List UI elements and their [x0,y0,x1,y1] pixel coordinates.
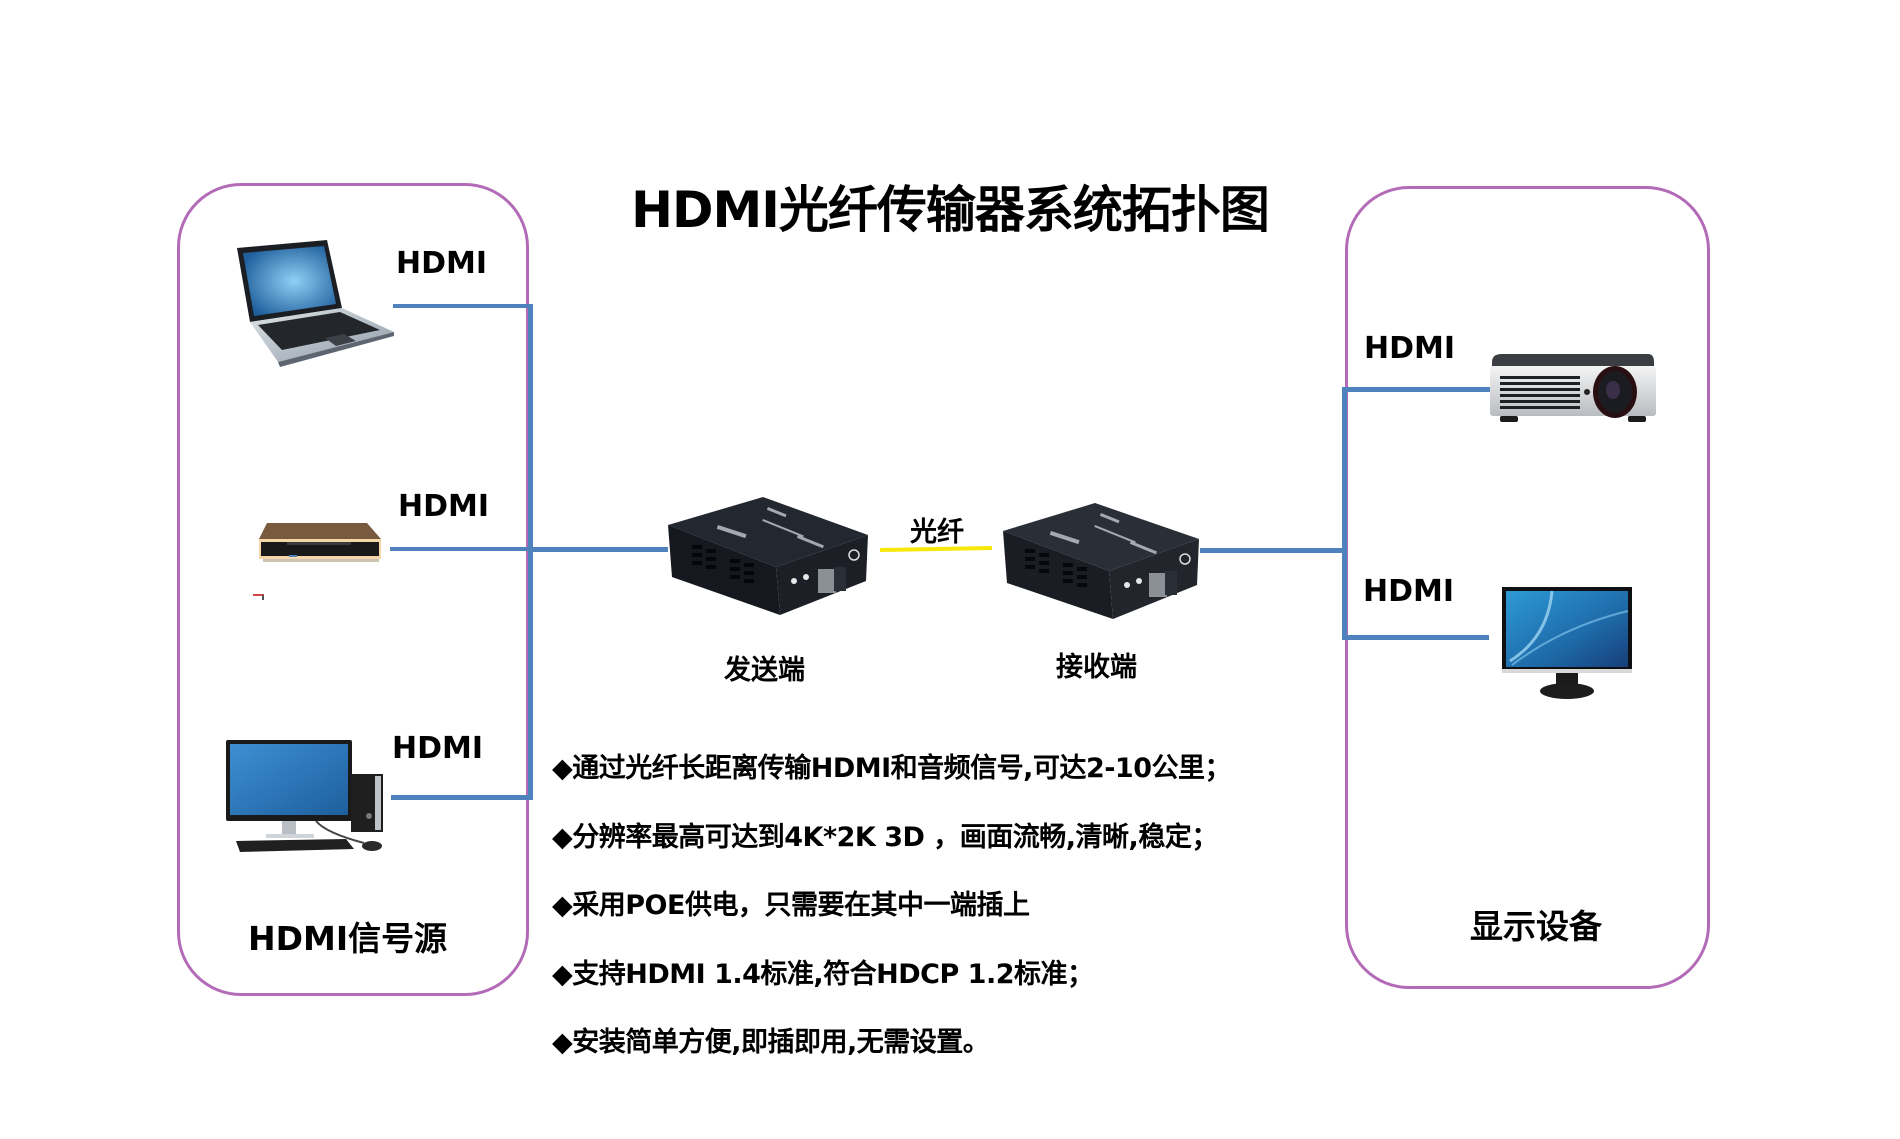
set-top-box-icon [259,523,381,562]
hdmi-line-monitor [1342,635,1489,640]
laptop-icon [237,240,394,367]
hdmi-label-laptop: HDMI [396,246,488,281]
monitor-icon [1502,587,1632,699]
projector-icon [1490,354,1656,422]
source-group-label: HDMI信号源 [248,919,448,958]
hdmi-label-projector: HDMI [1364,331,1456,366]
hdmi-line-projector [1342,387,1490,392]
feature-item: ◆采用POE供电，只需要在其中一端插上 [552,890,1030,921]
fiber-transmitter-icon [668,497,868,615]
hdmi-line-laptop [393,304,533,308]
hdmi-bus-vertical-right [1342,388,1347,640]
feature-item: ◆安装简单方便,即插即用,无需设置。 [552,1027,990,1058]
hdmi-label-settop: HDMI [398,489,490,524]
hdmi-line-desktop [391,795,533,800]
source-group-box [177,183,529,996]
feature-item: ◆支持HDMI 1.4标准,符合HDCP 1.2标准； [552,959,1094,990]
hdmi-line-to-transmitter [530,547,668,552]
display-group-label: 显示设备 [1470,907,1602,946]
hdmi-bus-vertical-left [528,304,533,800]
hdmi-label-monitor: HDMI [1363,574,1455,609]
feature-item: ◆通过光纤长距离传输HDMI和音频信号,可达2-10公里； [552,753,1232,784]
fiber-label: 光纤 [910,517,964,548]
transmitter-label: 发送端 [724,655,805,686]
hdmi-line-from-receiver [1200,548,1347,553]
desktop-computer-icon [226,740,383,852]
fiber-receiver-icon [1003,503,1199,619]
hdmi-line-settop [390,547,530,551]
hdmi-label-desktop: HDMI [392,731,484,766]
receiver-label: 接收端 [1056,652,1137,683]
feature-item: ◆分辨率最高可达到4K*2K 3D ，画面流畅,清晰,稳定； [552,822,1218,853]
diagram-title: HDMI光纤传输器系统拓扑图 [631,181,1270,239]
stray-mark [253,594,264,600]
